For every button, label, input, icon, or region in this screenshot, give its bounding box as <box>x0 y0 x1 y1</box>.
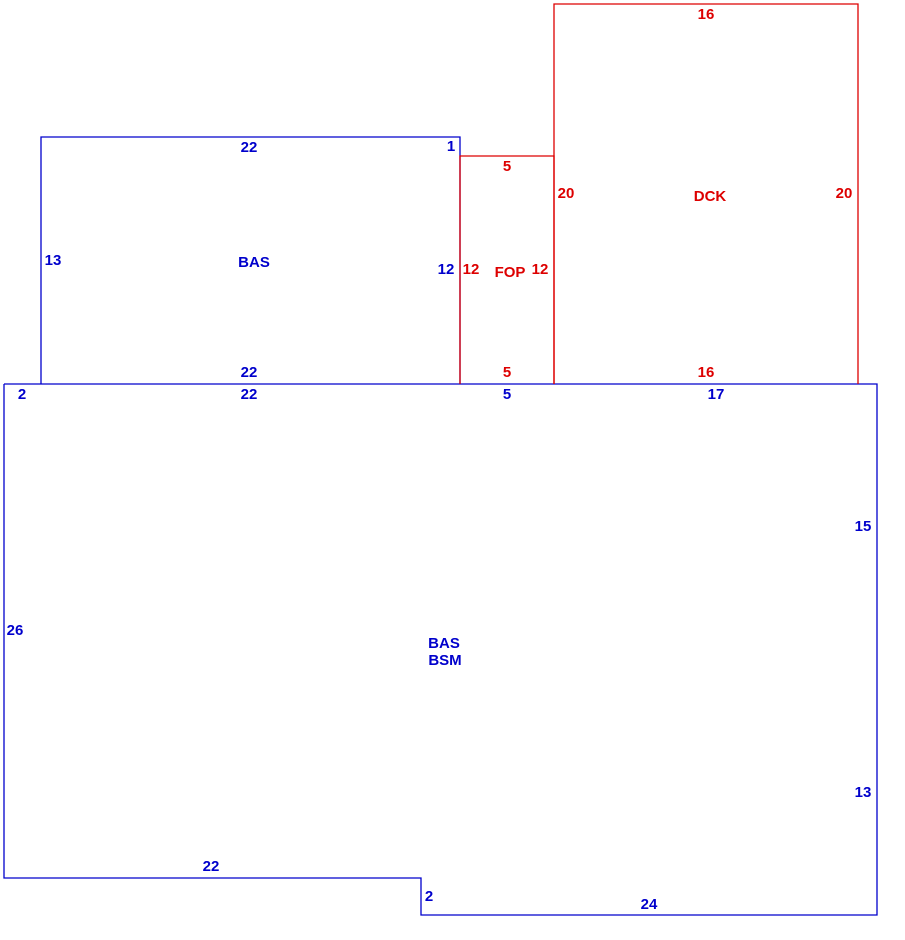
main-step-dimension: 2 <box>425 888 433 905</box>
upper-bas-right-dimension: 12 <box>438 261 455 278</box>
main-top-dimension-a: 22 <box>241 386 258 403</box>
main-right-dimension-a: 15 <box>855 518 872 535</box>
dck-area-label: DCK <box>694 188 727 205</box>
upper-bas-jog-dimension: 1 <box>447 138 455 155</box>
fop-right-dimension: 12 <box>532 261 549 278</box>
upper-bas-top-dimension: 22 <box>241 139 258 156</box>
main-top-dimension-c: 17 <box>708 386 725 403</box>
dck-outline <box>553 3 859 384</box>
main-top-dimension-b: 5 <box>503 386 511 403</box>
main-level-outline <box>3 383 878 916</box>
upper-bas-area-label: BAS <box>238 254 270 271</box>
dck-right-dimension: 20 <box>836 185 853 202</box>
fop-left-dimension: 12 <box>463 261 480 278</box>
upper-bas-bottom-dimension: 22 <box>241 364 258 381</box>
main-right-dimension-b: 13 <box>855 784 872 801</box>
dck-top-dimension: 16 <box>698 6 715 23</box>
main-top-left-jog-dimension: 2 <box>18 386 26 403</box>
main-bottom-right-dimension: 24 <box>641 896 658 913</box>
dck-bottom-dimension: 16 <box>698 364 715 381</box>
dck-left-dimension: 20 <box>558 185 575 202</box>
main-left-dimension: 26 <box>7 622 24 639</box>
fop-bottom-dimension: 5 <box>503 364 511 381</box>
main-area-label-bsm: BSM <box>428 652 461 669</box>
main-bottom-left-dimension: 22 <box>203 858 220 875</box>
upper-bas-left-dimension: 13 <box>45 252 62 269</box>
main-area-label-bas: BAS <box>428 635 460 652</box>
fop-area-label: FOP <box>495 264 526 281</box>
fop-top-dimension: 5 <box>503 158 511 175</box>
